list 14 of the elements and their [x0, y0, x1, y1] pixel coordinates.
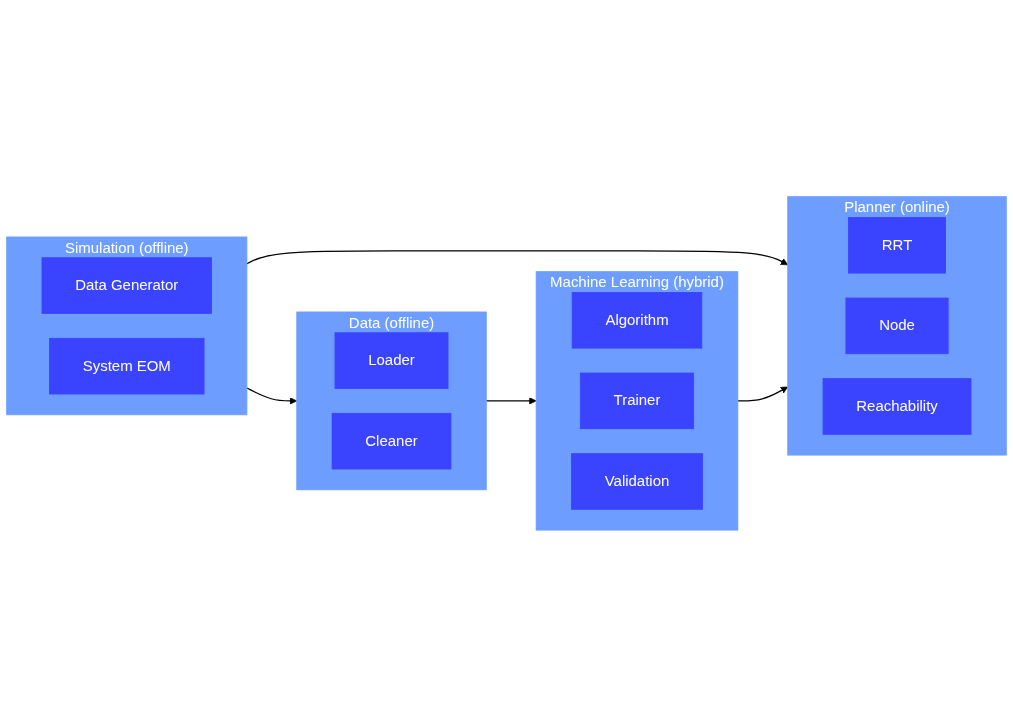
node-box: Trainer [579, 372, 695, 430]
node-box: Validation [571, 453, 703, 510]
node-box: Reachability [822, 378, 972, 435]
node-box: Node [845, 297, 949, 355]
node-box: RRT [848, 217, 946, 274]
arrow [737, 386, 789, 402]
arrow [246, 387, 298, 405]
node-box: Cleaner [331, 413, 452, 470]
node-box: Loader [334, 332, 449, 389]
arrow [485, 397, 537, 405]
arrow [246, 250, 789, 266]
node-box: Data Generator [41, 257, 212, 314]
node-box: System EOM [49, 338, 205, 395]
node-box: Algorithm [571, 292, 703, 349]
